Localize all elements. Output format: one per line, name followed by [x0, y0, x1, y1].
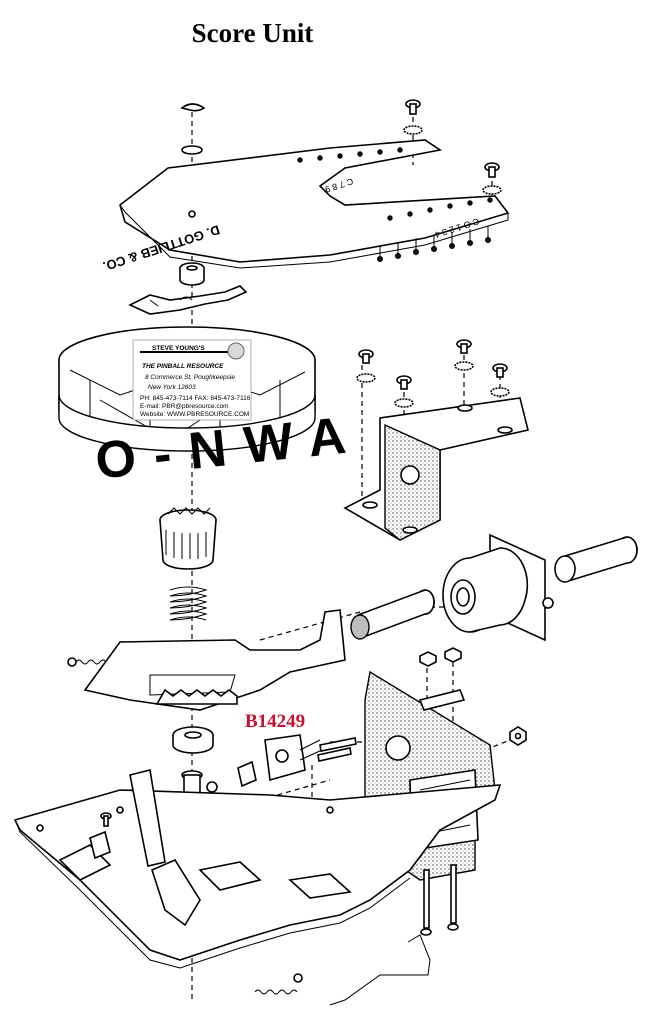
nut-1 — [419, 651, 437, 667]
dealer-address-line1: 8 Commerce St, Poughkeepsie — [145, 374, 235, 381]
dealer-website: Website: WWW.PBRESOURCE.COM — [140, 411, 249, 418]
score-plate: D. GOTTLIEB & CO. C 7 8 9 C O 1 2 3 4 — [101, 139, 510, 274]
screw-top-right — [403, 99, 423, 135]
coil-plunger — [350, 589, 435, 640]
dealer-card-header: STEVE YOUNG'S — [152, 345, 205, 352]
screw-bracket-3 — [454, 339, 474, 371]
mounting-bracket — [343, 397, 529, 541]
small-bracket — [237, 760, 257, 788]
plate-contact-holes — [188, 147, 493, 221]
spacer-bushing — [179, 262, 205, 286]
detent-spring-plate — [128, 285, 248, 315]
lower-washer — [172, 726, 214, 754]
base-plate — [13, 784, 502, 969]
screw-bracket-2 — [394, 375, 414, 408]
screw-plate-right — [482, 162, 502, 195]
ratchet-gear — [159, 507, 217, 570]
small-spring-bottom — [254, 973, 303, 995]
long-screws — [420, 864, 459, 936]
nut-2 — [444, 647, 462, 663]
nut-right — [509, 726, 527, 746]
dealer-card: STEVE YOUNG'S THE PINBALL RESOURCE 8 Com… — [132, 339, 252, 421]
dealer-logo — [227, 342, 245, 360]
e-clip — [180, 103, 206, 112]
page-title: Score Unit — [191, 18, 314, 48]
screw-bracket-1 — [356, 349, 376, 383]
flat-washer-top — [181, 145, 203, 155]
small-bolts — [317, 737, 357, 762]
coil-sleeve — [554, 536, 638, 583]
plate-contact-lugs — [377, 226, 491, 262]
screw-bracket-4 — [490, 363, 510, 397]
switch-actuator — [264, 734, 323, 782]
base-tab-left — [89, 830, 111, 860]
lever-arm — [129, 769, 201, 927]
dealer-email: E-mail: PBR@pbresource.com — [140, 403, 229, 410]
dealer-address-line2: New York 12603 — [148, 384, 196, 391]
screw-left-small — [100, 812, 112, 827]
compression-spring — [169, 586, 208, 621]
bent-wire-link — [329, 934, 431, 1006]
dealer-company-name: THE PINBALL RESOURCE — [142, 363, 224, 370]
dealer-phone-fax: PH: 845-473-7114 FAX: 845-473-7116 — [140, 395, 251, 402]
actuator-plate — [83, 609, 346, 711]
part-number-label: B14249 — [245, 711, 306, 732]
coil — [442, 547, 529, 633]
small-washer-right — [206, 781, 218, 793]
